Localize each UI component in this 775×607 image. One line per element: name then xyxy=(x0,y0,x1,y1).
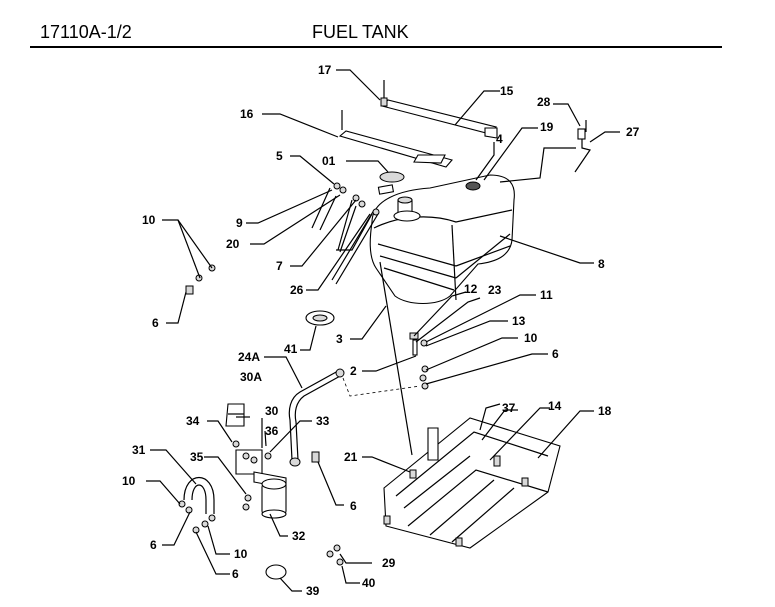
header-rule xyxy=(30,46,722,48)
part-strap-16 xyxy=(338,110,453,168)
callout-8: 8 xyxy=(598,257,605,271)
callout-17: 17 xyxy=(318,63,332,77)
callout-3: 3 xyxy=(336,332,343,346)
callout-9: 9 xyxy=(236,216,243,230)
callout-23: 23 xyxy=(488,283,502,297)
callout-24a: 24A xyxy=(238,350,260,364)
callout-6-a: 6 xyxy=(152,316,159,330)
callout-6-c: 6 xyxy=(350,499,357,513)
callout-30a: 30A xyxy=(240,370,262,384)
callout-10-d: 10 xyxy=(234,547,248,561)
part-filter-32 xyxy=(232,440,287,519)
callout-6-b: 6 xyxy=(552,347,559,361)
part-sender-27 xyxy=(499,120,591,183)
part-bracket-30a xyxy=(225,403,245,427)
callout-36: 36 xyxy=(265,424,279,438)
part-tank-tray xyxy=(383,403,561,549)
callout-11: 11 xyxy=(540,288,553,302)
part-bolts-left xyxy=(185,264,216,295)
callout-labels: 17 15 16 28 19 27 4 5 01 9 20 10 7 26 8 … xyxy=(122,63,640,598)
part-fuel-tank xyxy=(369,174,515,305)
callout-10-c: 10 xyxy=(122,474,136,488)
callout-7: 7 xyxy=(276,259,283,273)
callout-13: 13 xyxy=(512,314,526,328)
callout-40: 40 xyxy=(362,576,376,590)
callout-35: 35 xyxy=(190,450,204,464)
callout-2: 2 xyxy=(350,364,357,378)
parts-illustration xyxy=(178,80,591,580)
callout-27: 27 xyxy=(626,125,640,139)
callout-4: 4 xyxy=(496,132,503,146)
callout-37: 37 xyxy=(502,401,516,415)
part-fittings-right xyxy=(409,332,429,390)
part-grommet-41 xyxy=(305,310,335,326)
part-strap-15 xyxy=(380,99,498,139)
diagram-code: 17110A-1/2 xyxy=(40,22,132,42)
callout-21: 21 xyxy=(344,450,358,464)
callout-39: 39 xyxy=(306,584,320,598)
callout-34: 34 xyxy=(186,414,200,428)
callout-10-a: 10 xyxy=(142,213,156,227)
callout-29: 29 xyxy=(382,556,396,570)
callout-31: 31 xyxy=(132,443,146,457)
callout-15: 15 xyxy=(500,84,514,98)
diagram-title: FUEL TANK xyxy=(312,22,409,42)
part-hose-31 xyxy=(178,476,216,534)
callout-30: 30 xyxy=(265,404,279,418)
callout-41: 41 xyxy=(284,342,298,356)
callout-32: 32 xyxy=(292,529,306,543)
part-fuel-line-24a xyxy=(288,368,421,467)
callout-19: 19 xyxy=(540,120,554,134)
callout-16: 16 xyxy=(240,107,254,121)
callout-14: 14 xyxy=(548,399,562,413)
callout-28: 28 xyxy=(537,95,551,109)
part-hardware-29-40 xyxy=(326,544,344,566)
callout-26: 26 xyxy=(290,283,304,297)
callout-6-d: 6 xyxy=(150,538,157,552)
callout-6-e: 6 xyxy=(232,567,239,581)
callout-01: 01 xyxy=(322,154,336,168)
part-bolt-17 xyxy=(380,80,388,107)
callout-12: 12 xyxy=(464,282,478,296)
part-pickup-line-3 xyxy=(379,261,413,456)
callout-20: 20 xyxy=(226,237,240,251)
part-cap-01 xyxy=(379,171,405,183)
part-hoses xyxy=(311,182,380,285)
callout-18: 18 xyxy=(598,404,612,418)
leader-lines xyxy=(146,69,620,592)
callout-10-b: 10 xyxy=(524,331,538,345)
callout-5: 5 xyxy=(276,149,283,163)
part-bolt-6 xyxy=(311,451,320,463)
part-cap-39 xyxy=(265,564,287,580)
callout-33: 33 xyxy=(316,414,330,428)
